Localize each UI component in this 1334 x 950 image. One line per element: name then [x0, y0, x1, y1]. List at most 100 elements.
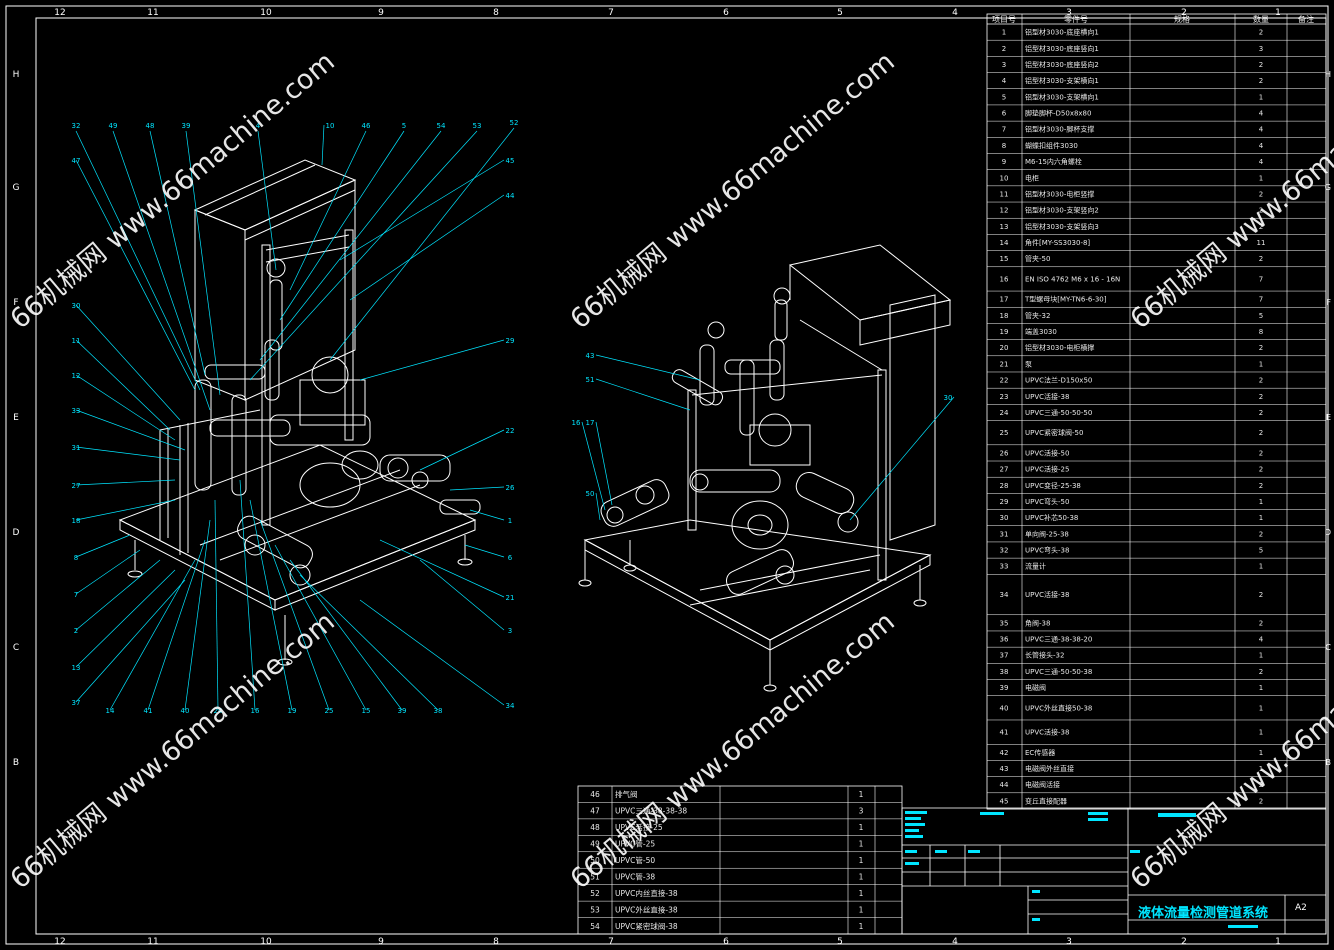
bom-qty: 3 [1259, 45, 1263, 53]
bom-item-no: 10 [1000, 174, 1009, 182]
bom-qty: 2 [1259, 797, 1263, 805]
bom-part-name: 角阀-38 [1025, 618, 1050, 627]
aluminum-frame [118, 229, 477, 660]
right-view-leader-lines [581, 354, 955, 521]
bom-header-cell: 备注 [1298, 14, 1314, 24]
bom-qty: 2 [1259, 781, 1263, 789]
bom-item-no: 50 [590, 856, 600, 865]
bom-part-name: UPVC外丝直接-38 [615, 904, 678, 914]
bom-qty: 2 [1259, 466, 1263, 474]
bom-item-no: 21 [1000, 360, 1009, 368]
callout-number: 46 [362, 122, 371, 130]
bom-qty: 2 [1259, 619, 1263, 627]
bom-item-no: 53 [590, 905, 600, 914]
grid-row-label: G [1325, 183, 1331, 192]
bom-item-no: 11 [1000, 190, 1009, 198]
bom-qty: 2 [1259, 29, 1263, 37]
bom-item-no: 5 [1002, 93, 1006, 101]
callout-number: 38 [434, 707, 443, 715]
grid-col-label: 1 [1275, 8, 1281, 18]
callout-number: 3 [508, 627, 512, 635]
callout-number: 30 [944, 394, 953, 402]
bom-part-name: UPVC活接-38 [1025, 392, 1069, 401]
callout-number: 31 [72, 444, 81, 452]
callout-number: 43 [586, 352, 595, 360]
bom-part-name: 电磁阀外丝直接 [1025, 764, 1074, 773]
grid-row-label: F [1326, 298, 1331, 307]
bom-part-name: 铝型材3030-支架横向1 [1025, 92, 1099, 101]
bom-part-name: UPVC弯头-38 [1025, 546, 1069, 555]
grid-col-label: 10 [260, 937, 272, 947]
callout-number: 4 [256, 122, 261, 130]
bom-qty: 1 [1259, 652, 1263, 660]
bom-part-name: 脚垫脚杯-D50x8x80 [1025, 109, 1091, 118]
bom-qty: 1 [1259, 765, 1263, 773]
callout-number: 33 [72, 407, 81, 415]
callout-number: 6 [508, 554, 513, 562]
bom-part-name: UPVC活接-25 [1025, 465, 1069, 474]
callout-number: 22 [506, 427, 515, 435]
bom-qty: 4 [1259, 110, 1264, 118]
bom-qty: 2 [1259, 190, 1263, 198]
bom-item-no: 35 [1000, 619, 1009, 627]
grid-col-label: 8 [493, 937, 499, 947]
bom-item-no: 48 [590, 823, 600, 832]
bom-qty: 1 [1259, 514, 1263, 522]
bom-qty: 1 [859, 889, 864, 898]
bom-item-no: 51 [590, 872, 600, 881]
bom-part-name: 铝型材3030-支架横向1 [1025, 76, 1099, 85]
bom-item-no: 43 [1000, 765, 1009, 773]
drawing-title: 液体流量检测管道系统 [1138, 905, 1268, 921]
callout-number: 39 [182, 122, 191, 130]
bom-qty: 2 [1259, 409, 1263, 417]
bom-item-no: 3 [1002, 61, 1006, 69]
bom-item-no: 34 [1000, 591, 1009, 599]
bom-qty: 4 [1259, 158, 1264, 166]
bom-part-name: 电磁阀 [1025, 683, 1046, 692]
bom-qty: 1 [1259, 174, 1263, 182]
callout-number: 34 [506, 702, 515, 710]
callout-number: 41 [144, 707, 153, 715]
bom-item-no: 33 [1000, 563, 1009, 571]
bom-item-no: 25 [1000, 429, 1009, 437]
bom-item-no: 52 [590, 889, 600, 898]
bom-qty: 1 [859, 905, 864, 914]
callout-number: 30 [72, 302, 81, 310]
callout-number: 50 [586, 490, 595, 498]
bom-part-name: 角件[MY-SS3030-8] [1025, 238, 1090, 247]
bom-item-no: 29 [1000, 498, 1009, 506]
callout-number: 15 [362, 707, 371, 715]
bom-qty: 1 [1259, 729, 1263, 737]
pipework [194, 258, 481, 586]
bom-part-name: 电柜 [1025, 173, 1039, 182]
bom-item-no: 4 [1002, 77, 1007, 85]
callout-number: 5 [402, 122, 406, 130]
callout-number: 18 [72, 517, 81, 525]
bom-qty: 7 [1259, 275, 1263, 283]
bom-item-no: 8 [1002, 142, 1006, 150]
bom-item-no: 28 [1000, 482, 1009, 490]
bom-part-name: 铝型材3030-电柜横撑 [1025, 343, 1094, 352]
bom-part-name: 流量计 [1025, 562, 1046, 571]
bom-qty: 5 [1259, 547, 1263, 555]
bom-part-name: 管夹-32 [1025, 311, 1050, 320]
grid-col-label: 7 [608, 8, 614, 18]
grid-col-label: 8 [493, 8, 499, 18]
grid-row-label: H [1325, 70, 1331, 79]
